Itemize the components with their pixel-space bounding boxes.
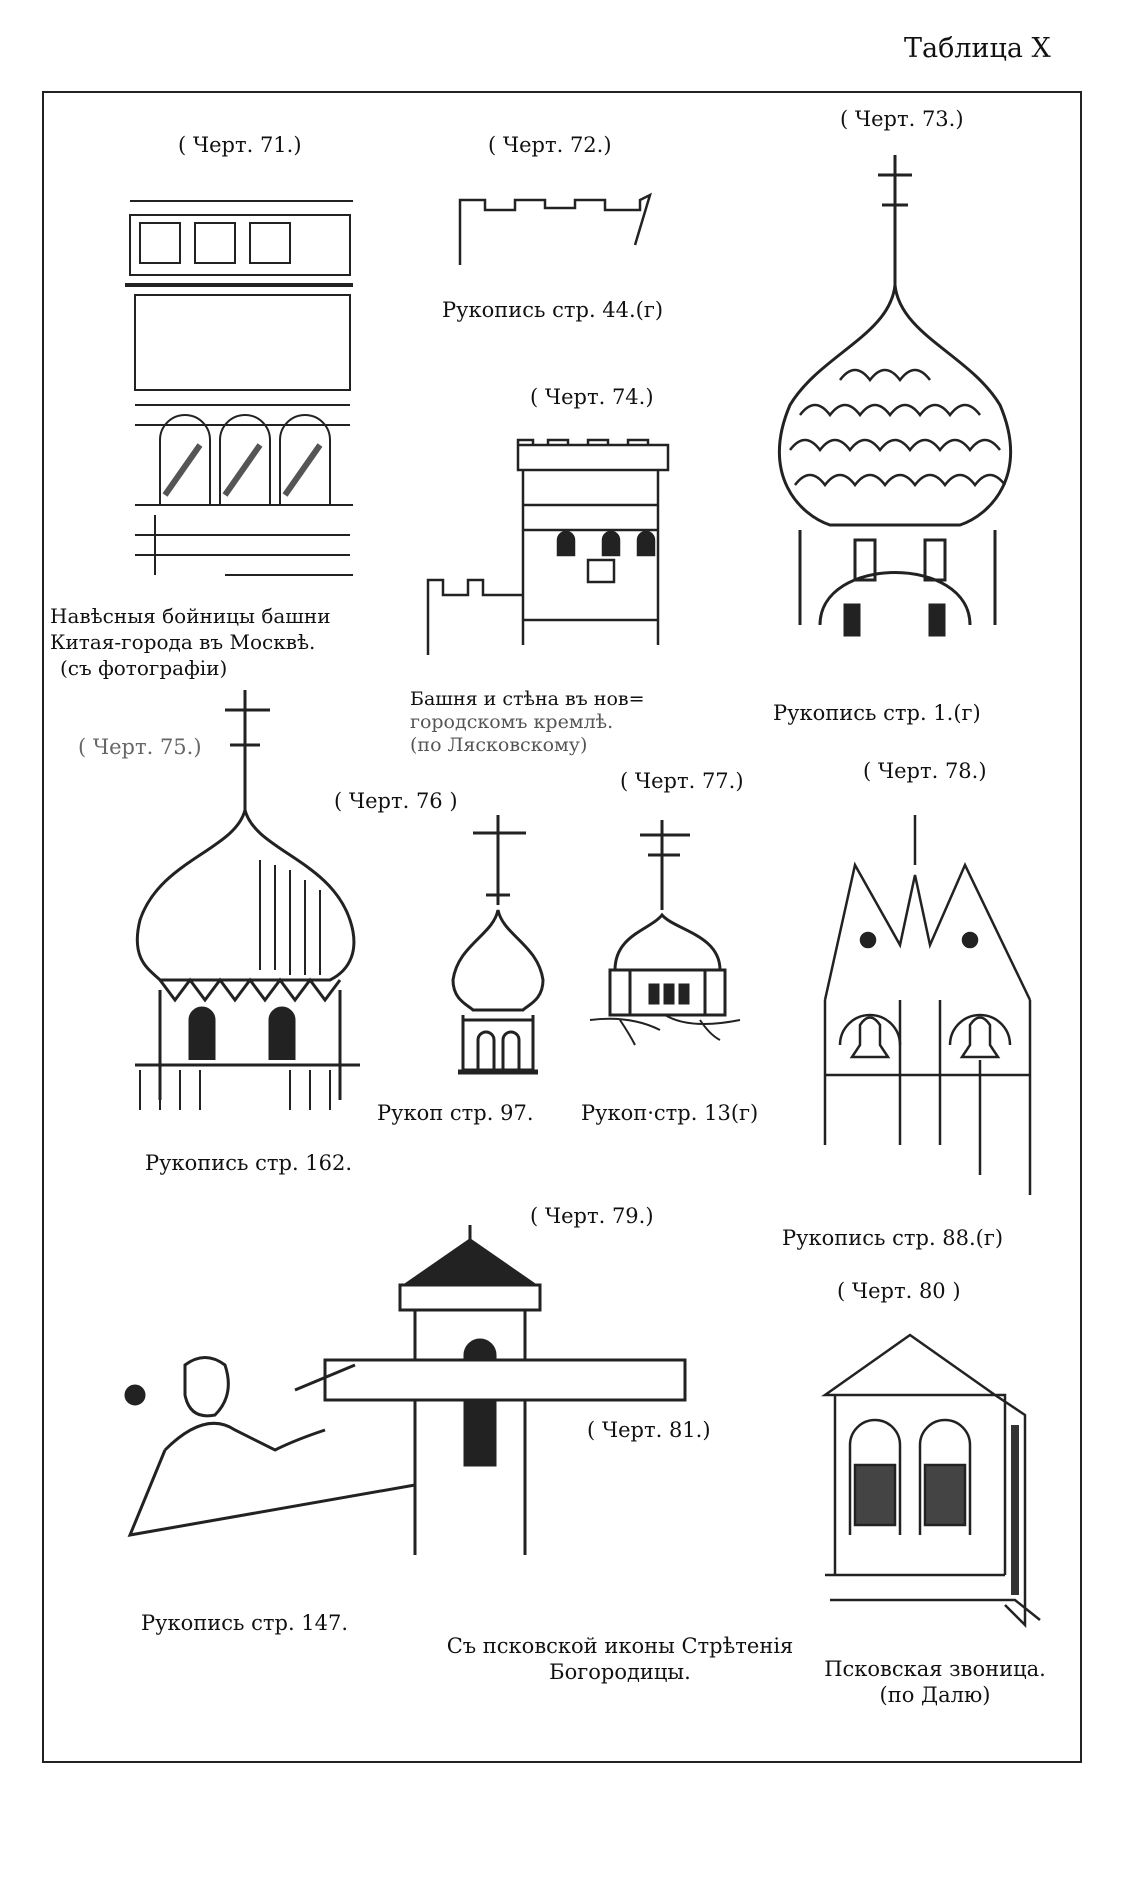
figure-label-75: ( Черт. 75.) <box>78 735 202 759</box>
caption-72: Рукопись стр. 44.(г) <box>442 298 664 322</box>
caption-78: Рукопись стр. 88.(г) <box>782 1226 1004 1250</box>
onion-dome-scales-drawing <box>777 155 1013 637</box>
dome-with-roots-drawing <box>589 820 741 1046</box>
belfry-with-bells-drawing <box>823 815 1032 1195</box>
onion-dome-cross-drawing <box>135 690 360 1110</box>
caption-line: Съ псковской иконы Стрѣтенія <box>446 1634 794 1658</box>
caption-line: (по Лясковскому) <box>410 734 588 756</box>
caption-79: Рукопись стр. 147. <box>141 1611 349 1635</box>
caption-81: Съ псковской иконы Стрѣтенія Богородицы. <box>440 1633 800 1685</box>
caption-line: городскомъ кремлѣ. <box>410 711 614 733</box>
figure-label-81: ( Черт. 81.) <box>587 1418 711 1442</box>
figure-label-77: ( Черт. 77.) <box>620 769 744 793</box>
small-onion-dome-drawing <box>451 815 545 1075</box>
caption-76: Рукоп стр. 97. <box>377 1101 534 1125</box>
pskov-belfry-drawing <box>821 1333 1041 1629</box>
plate-title: Таблица X <box>904 33 1051 64</box>
caption-80: Псковская звоница. (по Далю) <box>820 1656 1050 1708</box>
caption-line: Китая-города въ Москвѣ. <box>50 630 316 654</box>
figure-label-79: ( Черт. 79.) <box>530 1204 654 1228</box>
caption-line: (съ фотографіи) <box>60 656 228 680</box>
figure-label-72: ( Черт. 72.) <box>488 133 612 157</box>
caption-73: Рукопись стр. 1.(г) <box>773 701 981 725</box>
figure-label-74: ( Черт. 74.) <box>530 385 654 409</box>
figure-label-71: ( Черт. 71.) <box>178 133 302 157</box>
figure-label-80: ( Черт. 80 ) <box>837 1279 961 1303</box>
plate-frame <box>42 91 1082 1763</box>
caption-71: Навѣсныя бойницы башни Китая-города въ М… <box>50 603 331 681</box>
caption-line: Псковская звоница. <box>824 1657 1046 1681</box>
figure-label-76: ( Черт. 76 ) <box>334 789 458 813</box>
caption-74: Башня и стѣна въ нов= городскомъ кремлѣ.… <box>410 688 645 757</box>
figure-label-78: ( Черт. 78.) <box>863 759 987 783</box>
novgorod-tower-wall-drawing <box>426 438 670 655</box>
bell-ringer-tower-drawing <box>124 1225 687 1555</box>
caption-line: Богородицы. <box>549 1660 691 1684</box>
caption-line: (по Далю) <box>879 1683 991 1707</box>
caption-line: Навѣсныя бойницы башни <box>50 604 331 628</box>
caption-77: Рукоп·стр. 13(г) <box>581 1101 759 1125</box>
wall-battlement-sketch <box>458 192 653 265</box>
caption-line: Башня и стѣна въ нов= <box>410 688 645 710</box>
tower-machicolations-drawing <box>125 200 353 576</box>
figure-label-73: ( Черт. 73.) <box>840 107 964 131</box>
caption-75: Рукопись стр. 162. <box>145 1151 353 1175</box>
